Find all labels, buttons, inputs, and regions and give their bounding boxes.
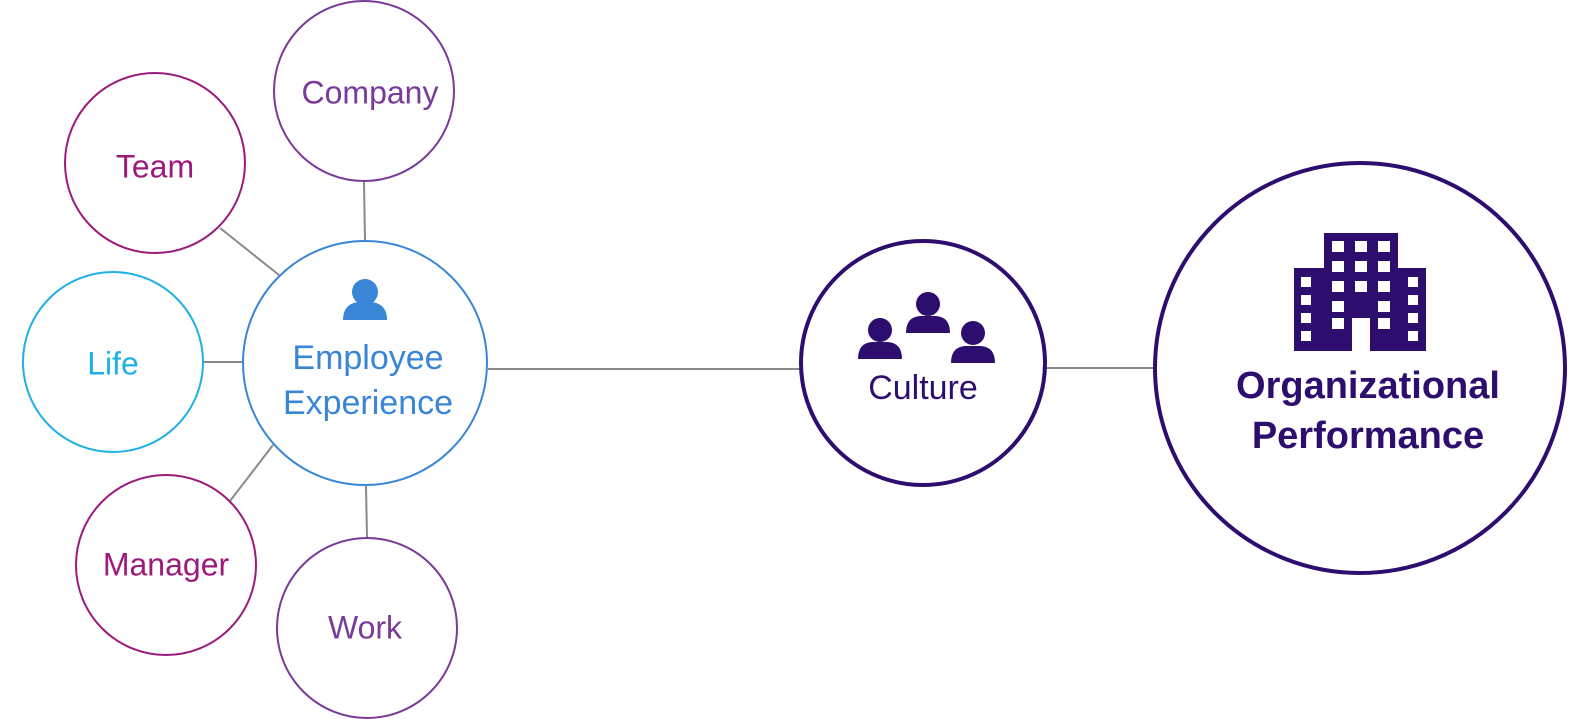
node-manager: Manager <box>75 474 257 656</box>
life-label: Life <box>87 345 139 381</box>
node-employee-experience: Employee Experience <box>242 240 488 486</box>
employee-experience-label-line2: Experience <box>283 384 453 422</box>
organizational-performance-label-line1: Organizational <box>1236 365 1500 407</box>
culture-label: Culture <box>868 369 978 407</box>
company-circle <box>273 0 455 182</box>
work-circle <box>276 537 458 719</box>
connector-company-employee <box>363 181 366 241</box>
building-icon <box>1294 233 1426 351</box>
work-label: Work <box>328 609 403 645</box>
connector-work-employee <box>365 485 368 539</box>
employee-experience-circle <box>242 240 488 486</box>
team-label: Team <box>116 148 194 184</box>
life-circle <box>22 271 204 453</box>
company-label: Company <box>302 74 439 110</box>
node-culture: Culture <box>799 239 1047 487</box>
group-icon <box>858 292 995 363</box>
connectors <box>204 181 1155 539</box>
connector-manager-employee <box>229 444 274 502</box>
node-team: Team <box>64 72 246 254</box>
node-company: Company <box>273 0 455 182</box>
organizational-performance-label-line2: Performance <box>1252 415 1484 457</box>
person-icon <box>343 279 387 320</box>
connector-team-employee <box>219 227 280 276</box>
manager-label: Manager <box>103 546 230 582</box>
node-life: Life <box>22 271 204 453</box>
organizational-performance-circle <box>1153 161 1567 575</box>
culture-circle <box>799 239 1047 487</box>
employee-experience-label-line1: Employee <box>292 339 443 377</box>
manager-circle <box>75 474 257 656</box>
node-organizational-performance: Organizational Performance <box>1153 161 1567 575</box>
node-work: Work <box>276 537 458 719</box>
team-circle <box>64 72 246 254</box>
